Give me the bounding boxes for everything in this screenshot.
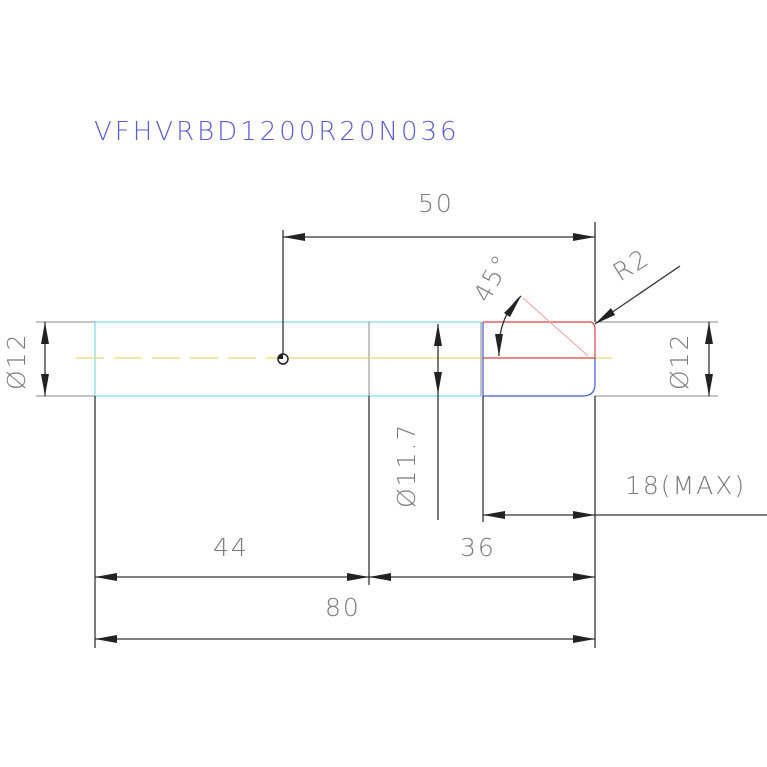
dimension-d12-left: Ø12 bbox=[2, 322, 49, 396]
dim-80-label: 80 bbox=[325, 593, 361, 622]
radius-arrow bbox=[595, 308, 615, 324]
center-point-fill bbox=[278, 354, 283, 359]
dim-18-label: 18(MAX) bbox=[625, 471, 746, 500]
dimension-d12-right: Ø12 bbox=[665, 322, 713, 396]
dim-44-arrow-right bbox=[347, 573, 369, 581]
dimension-d11-7: Ø11.7 bbox=[392, 324, 442, 520]
dim-80-arrow-left bbox=[95, 635, 117, 643]
dim-d12-left-arrow-top bbox=[41, 322, 49, 344]
dim-36-arrow-left bbox=[369, 573, 391, 581]
dim-44-arrow-left bbox=[95, 573, 117, 581]
dim-d12-left-label: Ø12 bbox=[2, 333, 31, 391]
dim-44-label: 44 bbox=[213, 533, 249, 562]
dimension-50: 50 bbox=[282, 189, 596, 355]
dim-50-arrow-left bbox=[283, 233, 305, 241]
tool-body bbox=[36, 297, 718, 397]
dim-d11-7-arrow-top bbox=[434, 324, 442, 346]
dimension-radius: R2 bbox=[594, 243, 681, 325]
part-number-title: VFHVRBD1200R20N036 bbox=[94, 117, 460, 147]
angle-label: 45° bbox=[468, 249, 517, 307]
cutting-edge-lower bbox=[482, 322, 596, 397]
angle-arrow-bottom bbox=[495, 334, 503, 356]
dim-d12-right-arrow-top bbox=[705, 322, 713, 344]
dimension-18-max: 18(MAX) bbox=[482, 396, 767, 648]
dim-d11-7-label: Ø11.7 bbox=[392, 423, 421, 508]
dim-36-arrow-right bbox=[573, 573, 595, 581]
flute-angle-line bbox=[522, 297, 589, 357]
dim-50-arrow-right bbox=[573, 233, 595, 241]
dim-18-arrow-right bbox=[573, 511, 595, 519]
shank-outline bbox=[94, 321, 370, 397]
dim-36-label: 36 bbox=[460, 533, 496, 562]
dim-d11-7-arrow-bottom bbox=[434, 372, 442, 394]
angle-arc bbox=[498, 295, 522, 357]
dim-d12-right-label: Ø12 bbox=[665, 333, 694, 391]
cutting-edge-upper bbox=[483, 321, 596, 359]
dim-d12-right-arrow-bottom bbox=[705, 374, 713, 396]
dim-50-label: 50 bbox=[418, 189, 454, 218]
dimension-44-36: 44 36 bbox=[94, 396, 595, 648]
radius-label: R2 bbox=[608, 243, 655, 287]
dimension-80: 80 bbox=[95, 593, 595, 643]
dimension-angle: 45° bbox=[468, 249, 522, 357]
dim-80-arrow-right bbox=[573, 635, 595, 643]
dim-d12-left-arrow-bottom bbox=[41, 374, 49, 396]
dim-18-arrow-left bbox=[483, 511, 505, 519]
angle-arrow-top bbox=[504, 296, 521, 317]
